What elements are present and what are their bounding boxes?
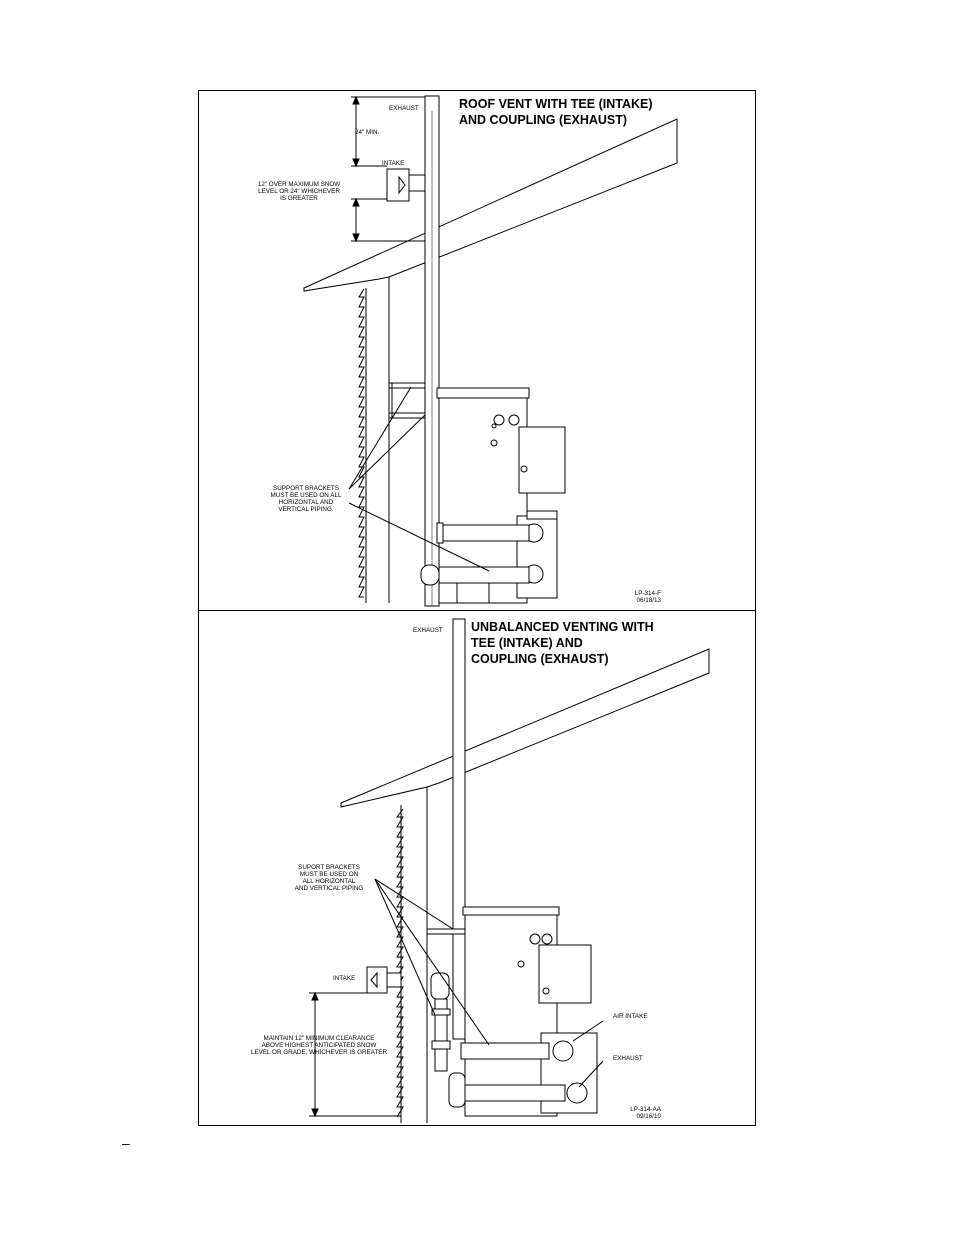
wall-siding [396,808,404,1118]
snow-clearance-note: MAINTAIN 12" MINIMUM CLEARANCE ABOVE HIG… [250,1035,388,1056]
exhaust-label: EXHAUST [389,105,419,112]
roof [303,118,678,292]
page-mark: – [122,1135,130,1151]
air-intake-label: AIR INTAKE [613,1013,648,1020]
intake-tee [386,168,410,202]
wall-siding [358,288,365,598]
horizontal-intake-pipe [438,524,530,542]
min-distance-label: 24" MIN. [355,129,380,136]
panel-title: UNBALANCED VENTING WITH TEE (INTAKE) AND… [471,620,654,666]
snow-clearance-note: 12" OVER MAXIMUM SNOW LEVEL OR 24" WHICH… [257,181,341,202]
unbalanced-venting-panel: UNBALANCED VENTING WITH TEE (INTAKE) AND… [198,610,756,1126]
wall-bracket [426,928,466,935]
intake-label: INTAKE [382,160,405,167]
roof-vent-panel: ROOF VENT WITH TEE (INTAKE) AND COUPLING… [198,90,756,611]
support-bracket-note: SUPORT BRACKETS MUST BE USED ON ALL HORI… [294,864,364,892]
roof-vent-drawing [303,95,678,607]
panel-title: ROOF VENT WITH TEE (INTAKE) AND COUPLING… [459,97,653,127]
exhaust-pipe [452,618,466,1040]
horizontal-intake-pipe [460,1042,550,1060]
support-bracket-note: SUPPORT BRACKETS MUST BE USED ON ALL HOR… [270,485,342,513]
wall-bracket [388,382,426,389]
horizontal-exhaust-pipe [460,1084,566,1102]
control-box [518,426,566,494]
drawing-id: LP-314-F 06/18/13 [634,590,661,604]
exhaust-side-label: EXHAUST [613,1055,643,1062]
unbalanced-venting-drawing [309,618,710,1123]
intake-label: INTAKE [333,975,356,982]
drawing-id: LP-314-AA 09/16/10 [630,1106,661,1120]
horizontal-exhaust-pipe [438,566,530,584]
exhaust-label: EXHAUST [413,627,443,634]
roof [340,648,710,808]
